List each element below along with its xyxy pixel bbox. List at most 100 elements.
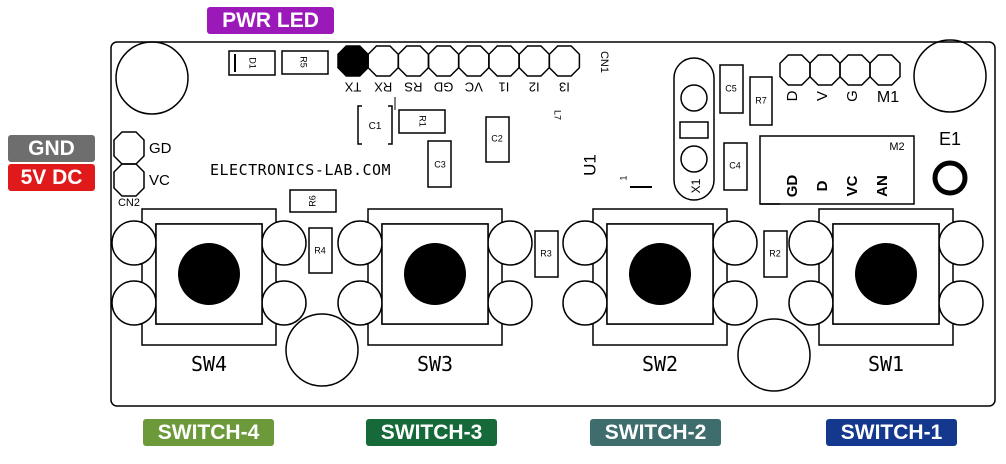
u1-label: U1 (580, 154, 599, 176)
cn2-header (113, 131, 145, 197)
m2-pin-label: VC (844, 175, 861, 196)
capacitor-c1 (357, 97, 396, 145)
m1-label: M1 (877, 89, 899, 106)
m2-pin-label: GD (784, 175, 801, 198)
switch-pad (712, 220, 758, 266)
resistor-r4: R4 (308, 227, 333, 274)
m2-pin-label: D (814, 180, 831, 191)
switch-pad (337, 280, 383, 326)
r4-label: R4 (314, 245, 326, 255)
cn1-pad (337, 45, 369, 77)
c1-label: C1 (369, 121, 382, 132)
switch-pad (788, 220, 834, 266)
c3-label: C3 (434, 159, 446, 169)
switch-2-callout: SWITCH-2 (590, 419, 721, 446)
resistor-r5: R5 (281, 50, 329, 75)
switch-label: SW2 (642, 352, 678, 376)
switch-pad (111, 220, 157, 266)
switch-pad (261, 220, 307, 266)
switch-pad (938, 280, 984, 326)
cn2-pin-gd: GD (149, 140, 172, 157)
r2-label: R2 (769, 248, 781, 258)
switch-pad (337, 220, 383, 266)
mounting-hole-top-left (115, 41, 189, 115)
switch-pad (562, 220, 608, 266)
r3-label: R3 (540, 248, 552, 258)
r1-label: R1 (418, 115, 428, 127)
cn2-label: CN2 (118, 197, 140, 209)
crystal-x1 (673, 57, 715, 201)
resistor-r3: R3 (534, 230, 559, 278)
m1-pad (869, 54, 901, 86)
switch-pad (562, 280, 608, 326)
r6-label: R6 (307, 195, 317, 207)
switch-pad (788, 280, 834, 326)
cn1-pad (488, 45, 520, 77)
e1-pad (932, 160, 968, 196)
m1-pad (809, 54, 841, 86)
switch-4-callout: SWITCH-4 (143, 419, 274, 446)
diode-d1: D1 (228, 50, 276, 76)
r7-label: R7 (755, 95, 767, 105)
pushbutton-switch: SW1 (788, 208, 984, 376)
cn1-pin-label: RX (374, 80, 392, 95)
u1-pin1-marker: 1 (618, 175, 628, 180)
c4-label: C4 (729, 160, 741, 170)
cn1-pin-label: I2 (529, 80, 540, 95)
switch-3-callout: SWITCH-3 (366, 419, 497, 446)
mounting-hole-bottom-right (737, 318, 811, 392)
website-label: ELECTRONICS-LAB.COM (210, 161, 391, 179)
resistor-r1: R1 (398, 109, 446, 134)
m1-pin-label: D (784, 90, 801, 101)
pushbutton-switch: SW3 (337, 208, 533, 376)
cn2-pin-vc: VC (149, 172, 170, 189)
switch-pad (487, 220, 533, 266)
e1-label: E1 (939, 129, 961, 149)
switch-pad (261, 280, 307, 326)
m1-pin-label: G (844, 90, 861, 102)
cn1-pin-label: I1 (499, 80, 510, 95)
d1-label: D1 (248, 57, 258, 69)
m2-label: M2 (889, 141, 904, 153)
cn1-pad (427, 45, 460, 77)
m1-header (779, 54, 901, 86)
m1-pad (839, 54, 871, 86)
switch-pad (111, 280, 157, 326)
mounting-hole-bottom-left (285, 313, 359, 387)
switch-pad (938, 220, 984, 266)
capacitor-c3: C3 (427, 140, 452, 188)
pwr-led-callout: PWR LED (207, 7, 334, 34)
cn1-pin-label: I3 (559, 80, 570, 95)
cn1-pin-label: TX (344, 80, 361, 95)
capacitor-c4: C4 (723, 142, 748, 191)
cn1-label: CN1 (598, 51, 610, 73)
switch-actuator (178, 243, 240, 305)
m1-pad (779, 54, 811, 86)
switch-label: SW4 (191, 352, 227, 376)
c5-label: C5 (725, 83, 737, 93)
capacitor-c5: C5 (719, 64, 744, 114)
m2-outline (759, 135, 915, 205)
switch-pad (712, 280, 758, 326)
switch-actuator (629, 243, 691, 305)
cn1-pin-label: VC (465, 80, 483, 95)
resistor-r2: R2 (763, 230, 788, 278)
cn1-pin-label: GD (434, 80, 454, 95)
cn1-pad (397, 45, 430, 77)
switch-pad (487, 280, 533, 326)
c2-label: C2 (491, 133, 503, 143)
l7-label: L7 (553, 110, 563, 120)
capacitor-c2: C2 (485, 116, 510, 163)
cn1-pad (518, 45, 550, 77)
m1-pin-label: V (814, 91, 831, 101)
switch-actuator (404, 243, 466, 305)
cn1-pin-labels: TX RX RS GD VC I1 I2 I3 (344, 80, 569, 95)
x1-label: X1 (689, 178, 703, 193)
cn1-pin-label: RS (404, 80, 422, 95)
gnd-callout: GND (8, 135, 95, 162)
5v-dc-callout: 5V DC (8, 164, 95, 191)
m2-pin-label: AN (874, 175, 891, 197)
